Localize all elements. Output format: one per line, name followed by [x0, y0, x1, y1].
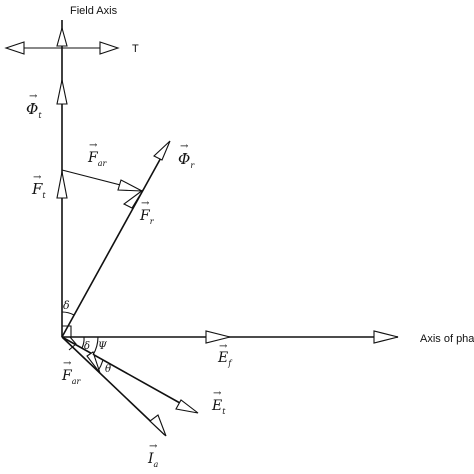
torque-left-arrowhead [4, 41, 25, 55]
e-t-line [61, 336, 197, 413]
resultant-line [61, 144, 169, 338]
right-angle-mark-top [62, 325, 72, 337]
f-ar-bottom-arrowhead [86, 351, 101, 374]
phi-t-label: Φt [26, 100, 42, 120]
theta-arc [97, 359, 104, 372]
phi-r-arrowhead [153, 140, 171, 161]
delta-upper-arc [61, 311, 75, 316]
field-axis-label: Field Axis [70, 5, 118, 17]
f-ar-top-arrowhead [117, 179, 143, 192]
phi-t-vector-mark: → [29, 91, 38, 102]
f-t-vector-mark: → [33, 172, 42, 183]
f-ar-top-vector-mark: → [89, 140, 98, 151]
e-f-arrowhead [205, 330, 231, 344]
delta-upper-label: δ [63, 299, 70, 312]
field-axis-arrowhead [56, 25, 68, 47]
delta-lower-arc [81, 336, 85, 349]
psi-label: Ψ [98, 341, 108, 352]
i-a-line [61, 336, 166, 436]
f-ar-bottom-vector-mark: → [63, 358, 72, 369]
phi-r-label: Φr [178, 150, 195, 170]
f-r-label: Fr [139, 208, 155, 226]
f-r-vector-mark: → [141, 198, 150, 209]
i-a-label: Ia [147, 451, 159, 469]
torque-right-arrowhead [99, 41, 120, 55]
f-r-arrowhead [122, 189, 144, 209]
i-a-vector-mark: → [149, 441, 158, 452]
e-f-vector-mark: → [219, 341, 228, 352]
f-t-label: Ft [31, 180, 46, 200]
f-ar-top-label: Far [87, 150, 107, 168]
delta-lower-label: δ [84, 341, 90, 352]
e-t-vector-mark: → [213, 388, 222, 399]
e-t-arrowhead [175, 399, 199, 414]
f-ar-bottom-label: Far [61, 368, 81, 386]
phase-axis-label: Axis of pha [420, 333, 474, 345]
i-a-arrowhead [149, 414, 167, 437]
phi-t-arrowhead [56, 79, 68, 105]
phi-r-vector-mark: → [180, 141, 189, 152]
psi-arc [92, 336, 99, 356]
torque-label: T [132, 43, 139, 55]
phase-axis-arrowhead [373, 330, 399, 344]
e-f-label: Ef [217, 350, 233, 368]
e-t-label: Et [211, 398, 226, 416]
theta-label: θ [105, 364, 111, 375]
f-t-arrowhead [56, 171, 68, 199]
